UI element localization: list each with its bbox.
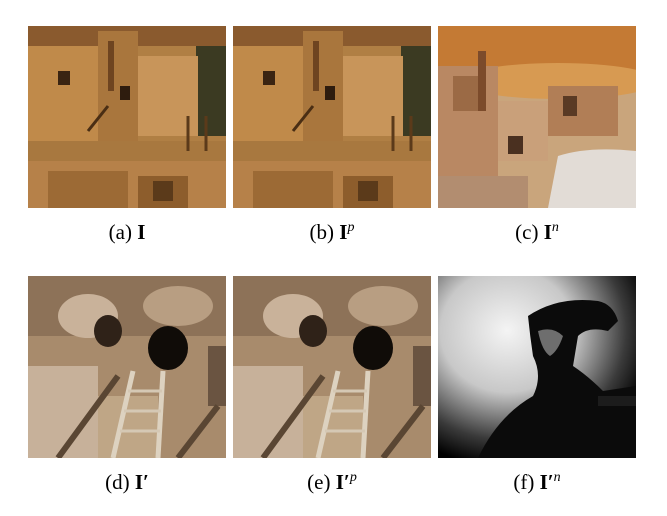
- image-cliff-alcove: [438, 26, 636, 208]
- image-cliff-dwelling: [28, 26, 226, 208]
- image-cave-ladder-positive: [233, 276, 431, 458]
- image-silhouette-portrait: [438, 276, 636, 458]
- image-cliff-dwelling-positive: [233, 26, 431, 208]
- caption-e: (e) I′p: [307, 470, 357, 494]
- image-cave-ladder: [28, 276, 226, 458]
- caption-d: (d) I′: [105, 470, 149, 494]
- caption-c: (c) In: [515, 220, 559, 244]
- caption-b: (b) Ip: [309, 220, 355, 244]
- caption-a: (a) I: [108, 220, 146, 244]
- caption-f: (f) I′n: [513, 470, 561, 494]
